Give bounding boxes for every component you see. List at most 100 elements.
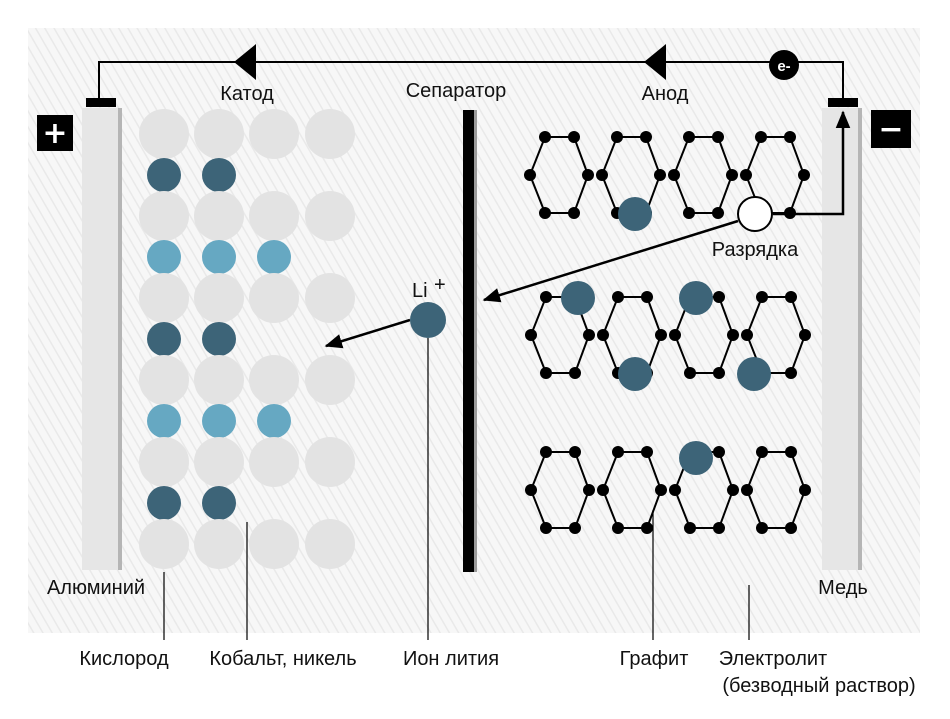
carbon-atom bbox=[611, 131, 623, 143]
carbon-atom bbox=[755, 131, 767, 143]
lithium-ion bbox=[410, 302, 446, 338]
carbon-atom bbox=[525, 484, 537, 496]
carbon-atom bbox=[785, 291, 797, 303]
carbon-atom bbox=[784, 131, 796, 143]
separator-shadow bbox=[474, 110, 477, 572]
anode-label: Анод bbox=[642, 83, 689, 105]
carbon-atom bbox=[713, 446, 725, 458]
cobalt-atom bbox=[147, 486, 181, 520]
lithium-ion-dot bbox=[618, 197, 652, 231]
oxygen-atom bbox=[139, 519, 189, 569]
carbon-atom bbox=[540, 522, 552, 534]
nickel-atom bbox=[147, 240, 181, 274]
carbon-atom bbox=[540, 291, 552, 303]
carbon-atom bbox=[596, 169, 608, 181]
oxygen-atom bbox=[305, 109, 355, 159]
carbon-atom bbox=[712, 131, 724, 143]
carbon-atom bbox=[612, 522, 624, 534]
aluminium-collector bbox=[82, 108, 120, 570]
carbon-atom bbox=[756, 446, 768, 458]
lithium-ion-dot bbox=[679, 281, 713, 315]
oxygen-label: Кислород bbox=[79, 648, 169, 670]
positive-sign: + bbox=[42, 116, 67, 151]
copper-collector bbox=[822, 108, 860, 570]
carbon-atom bbox=[669, 484, 681, 496]
carbon-atom bbox=[799, 484, 811, 496]
lithium-ion-dot bbox=[737, 357, 771, 391]
carbon-atom bbox=[669, 329, 681, 341]
carbon-atom bbox=[641, 291, 653, 303]
lithium-ion-label: Ион лития bbox=[403, 648, 499, 670]
carbon-atom bbox=[713, 522, 725, 534]
oxygen-atom bbox=[249, 437, 299, 487]
oxygen-atom bbox=[249, 109, 299, 159]
nickel-atom bbox=[202, 404, 236, 438]
nickel-atom bbox=[257, 404, 291, 438]
cathode-lattice bbox=[139, 109, 355, 569]
carbon-atom bbox=[641, 446, 653, 458]
cobalt-atom bbox=[147, 158, 181, 192]
carbon-atom bbox=[582, 169, 594, 181]
carbon-atom bbox=[524, 169, 536, 181]
carbon-atom bbox=[727, 329, 739, 341]
carbon-atom bbox=[568, 207, 580, 219]
oxygen-atom bbox=[194, 519, 244, 569]
carbon-atom bbox=[683, 207, 695, 219]
carbon-atom bbox=[539, 131, 551, 143]
carbon-atom bbox=[569, 446, 581, 458]
carbon-atom bbox=[741, 329, 753, 341]
lithium-ion-dot bbox=[561, 281, 595, 315]
electrolyte-label: Электролит bbox=[719, 648, 827, 670]
electron-label: e- bbox=[777, 58, 790, 75]
cobalt-atom bbox=[202, 486, 236, 520]
carbon-atom bbox=[655, 484, 667, 496]
aluminium-label: Алюминий bbox=[47, 577, 145, 599]
carbon-atom bbox=[798, 169, 810, 181]
departing-ion bbox=[737, 196, 773, 232]
li-ion-charge: + bbox=[434, 274, 446, 296]
carbon-atom bbox=[684, 522, 696, 534]
separator-label: Сепаратор bbox=[406, 80, 507, 102]
carbon-atom bbox=[641, 522, 653, 534]
oxygen-atom bbox=[305, 437, 355, 487]
negative-terminal-icon: − bbox=[871, 110, 911, 148]
carbon-atom bbox=[654, 169, 666, 181]
oxygen-atom bbox=[139, 437, 189, 487]
oxygen-atom bbox=[249, 355, 299, 405]
carbon-atom bbox=[640, 131, 652, 143]
ion-path-arrow bbox=[482, 219, 739, 303]
carbon-atom bbox=[569, 522, 581, 534]
negative-tab bbox=[828, 98, 858, 107]
oxygen-atom bbox=[305, 191, 355, 241]
oxygen-atom bbox=[249, 273, 299, 323]
carbon-atom bbox=[597, 484, 609, 496]
carbon-atom bbox=[741, 484, 753, 496]
carbon-atom bbox=[713, 367, 725, 379]
carbon-atom bbox=[597, 329, 609, 341]
graphite-label: Графит bbox=[620, 648, 689, 670]
positive-tab bbox=[86, 98, 116, 107]
carbon-atom bbox=[612, 446, 624, 458]
carbon-atom bbox=[583, 484, 595, 496]
oxygen-atom bbox=[249, 191, 299, 241]
carbon-atom bbox=[583, 329, 595, 341]
lithium-ion-dot bbox=[679, 441, 713, 475]
copper-collector-edge bbox=[858, 108, 862, 570]
electron-path bbox=[773, 110, 851, 216]
oxygen-atom bbox=[139, 273, 189, 323]
cobalt-atom bbox=[202, 322, 236, 356]
oxygen-atom bbox=[139, 355, 189, 405]
carbon-atom bbox=[727, 484, 739, 496]
oxygen-atom bbox=[194, 355, 244, 405]
carbon-atom bbox=[568, 131, 580, 143]
carbon-atom bbox=[712, 207, 724, 219]
negative-sign: − bbox=[878, 112, 903, 147]
separator bbox=[463, 110, 474, 572]
carbon-atom bbox=[540, 367, 552, 379]
carbon-atom bbox=[756, 522, 768, 534]
carbon-atom bbox=[683, 131, 695, 143]
intercalated-ions bbox=[561, 197, 771, 475]
nickel-atom bbox=[202, 240, 236, 274]
nickel-atom bbox=[257, 240, 291, 274]
